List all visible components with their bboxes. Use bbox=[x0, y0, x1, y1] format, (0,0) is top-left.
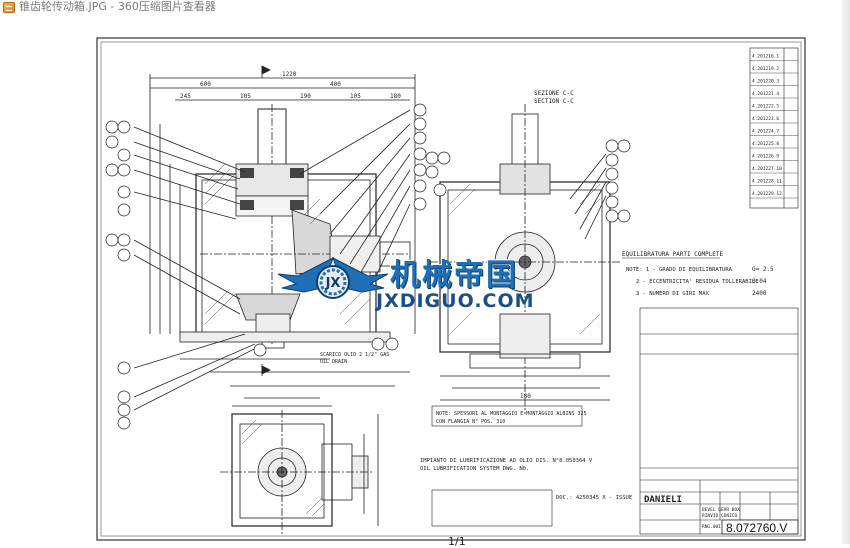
dim-1: 1220 bbox=[282, 71, 297, 78]
engineering-drawing-image[interactable]: SEZIONE C-C SECTION C-C 4.201216.14.2012… bbox=[0, 14, 842, 544]
page-counter: 1/1 bbox=[448, 535, 466, 548]
drawing-number: 8.072760.V bbox=[726, 521, 787, 535]
dim-3: 400 bbox=[330, 81, 341, 88]
notes-block: EQUILIBRATURA PARTI COMPLETE NOTE: 1 - G… bbox=[622, 251, 774, 297]
parts-list-item: 4.201216.1 bbox=[752, 54, 779, 60]
parts-list-item: 4.201228.11 bbox=[752, 179, 782, 185]
note-2: 2 - ECCENTRICITA' RESIDUA TOLLERABILE bbox=[636, 279, 759, 285]
section-label: SEZIONE C-C bbox=[534, 90, 574, 97]
title-block-line-1: BEVEL GEAR BOX bbox=[702, 507, 740, 513]
watermark-main-text: 机械帝国 bbox=[390, 258, 518, 293]
parts-list-item: 4.201220.3 bbox=[752, 79, 779, 85]
lubrication-note: IMPIANTO DI LUBRIFICAZIONE AD OLIO DIS. … bbox=[420, 458, 593, 464]
dim-9: 180 bbox=[520, 393, 531, 400]
dim-5: 105 bbox=[240, 93, 251, 100]
note-2-value: 0.04 bbox=[752, 278, 767, 285]
watermark-url: JXDIGUO.COM bbox=[376, 290, 535, 312]
section-label-en: SECTION C-C bbox=[534, 98, 574, 105]
doc-reference: DOC.: 4250345 X - ISSUE bbox=[556, 495, 632, 501]
parts-list-item: 4.201222.5 bbox=[752, 104, 779, 110]
spares-note: NOTE: SPESSORI AL MONTAGGIO E MONTAGGIO … bbox=[436, 411, 587, 417]
site-watermark: JX 机械帝国 JXDIGUO.COM bbox=[278, 248, 578, 318]
note-1: NOTE: 1 - GRADO DI EQUILIBRATURA bbox=[626, 267, 733, 273]
window-edge bbox=[842, 0, 850, 544]
note-3-value: 2400 bbox=[752, 290, 767, 297]
parts-list-table: 4.201216.1 4.201219.2 4.201220.3 4.201221.4… bbox=[750, 54, 798, 199]
image-viewer-app-icon bbox=[3, 1, 15, 13]
watermark-logo-text: JX bbox=[325, 276, 341, 291]
window-title: 锥齿轮传动箱.JPG - 360压缩图片查看器 bbox=[19, 0, 216, 13]
equilibratura-title: EQUILIBRATURA PARTI COMPLETE bbox=[622, 251, 724, 258]
note-1-value: G= 2.5 bbox=[752, 266, 774, 273]
parts-list-item: 4.201219.2 bbox=[752, 66, 779, 72]
parts-list-item: 4.201226.9 bbox=[752, 154, 779, 160]
dim-6: 190 bbox=[300, 93, 311, 100]
window-titlebar: 锥齿轮传动箱.JPG - 360压缩图片查看器 bbox=[0, 0, 850, 14]
lubrication-note-en: OIL LUBRIFICATION SYSTEM DWG. N0. bbox=[420, 466, 529, 472]
parts-list-item: 4.201229.12 bbox=[752, 191, 782, 197]
oil-drain-label: SCARICO OLIO 2 1/2" GAS bbox=[320, 352, 389, 358]
title-block-line-3: RNG.001780.AP bbox=[702, 524, 738, 530]
spares-sub: CON FLANGIA N° POS. 310 bbox=[436, 419, 505, 425]
dim-2: 600 bbox=[200, 81, 211, 88]
note-3: 3 - NUMERO DI GIRI MAX bbox=[636, 291, 710, 297]
winged-logo-icon: JX bbox=[278, 256, 388, 299]
parts-list-item: 4.201225.8 bbox=[752, 141, 779, 147]
parts-list-item: 4.201221.4 bbox=[752, 91, 779, 97]
oil-drain-label-en: OIL DRAIN bbox=[320, 359, 347, 365]
parts-list-item: 4.201224.7 bbox=[752, 129, 779, 135]
parts-list-item: 4.201227.10 bbox=[752, 166, 782, 172]
dim-8: 180 bbox=[390, 93, 401, 100]
dim-7: 105 bbox=[350, 93, 361, 100]
dim-4: 245 bbox=[180, 93, 191, 100]
brand-logo: DANIELI bbox=[644, 495, 682, 505]
title-block-line-2: RINVIO CONICO bbox=[702, 513, 738, 519]
parts-list-item: 4.201223.6 bbox=[752, 116, 779, 122]
